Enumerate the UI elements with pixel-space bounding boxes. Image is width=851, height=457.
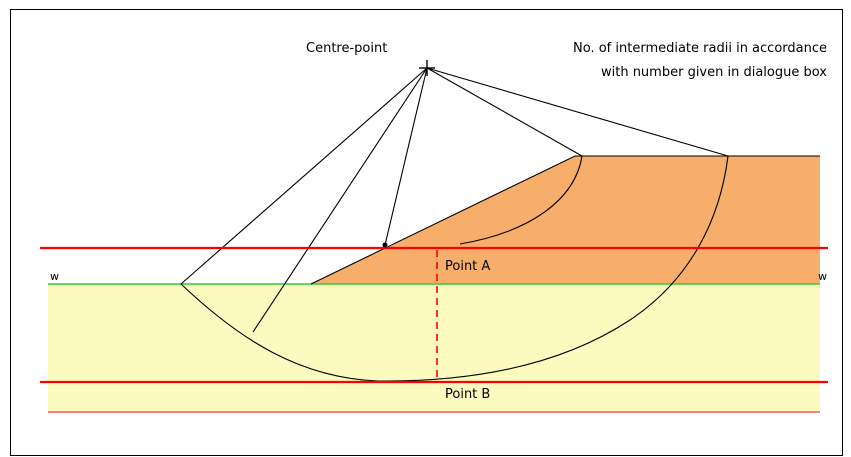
embankment-surface: [310, 155, 820, 285]
point-b-label: Point B: [445, 387, 490, 402]
embankment-body: [311, 156, 820, 284]
slip-circle-arc: [180, 155, 729, 382]
centre-point-label: Centre-point: [306, 41, 387, 56]
intermediate-radii-note-line2: with number given in dialogue box: [601, 65, 827, 80]
radius-line: [384, 67, 428, 246]
water-table-marker-right: w: [818, 270, 827, 283]
slope-point-dot: [382, 242, 388, 248]
intermediate-arc: [459, 155, 583, 245]
intermediate-radii-note-line1: No. of intermediate radii in accordance: [573, 41, 827, 56]
point-a-label: Point A: [445, 259, 490, 274]
foundation-soil-layer: [48, 284, 820, 412]
water-table-marker-left: w: [50, 270, 59, 283]
radii-lines: [180, 67, 729, 333]
radius-line: [426, 67, 729, 157]
radius-line: [426, 67, 583, 157]
centre-point-marker: [419, 60, 435, 76]
radius-line: [252, 67, 428, 333]
